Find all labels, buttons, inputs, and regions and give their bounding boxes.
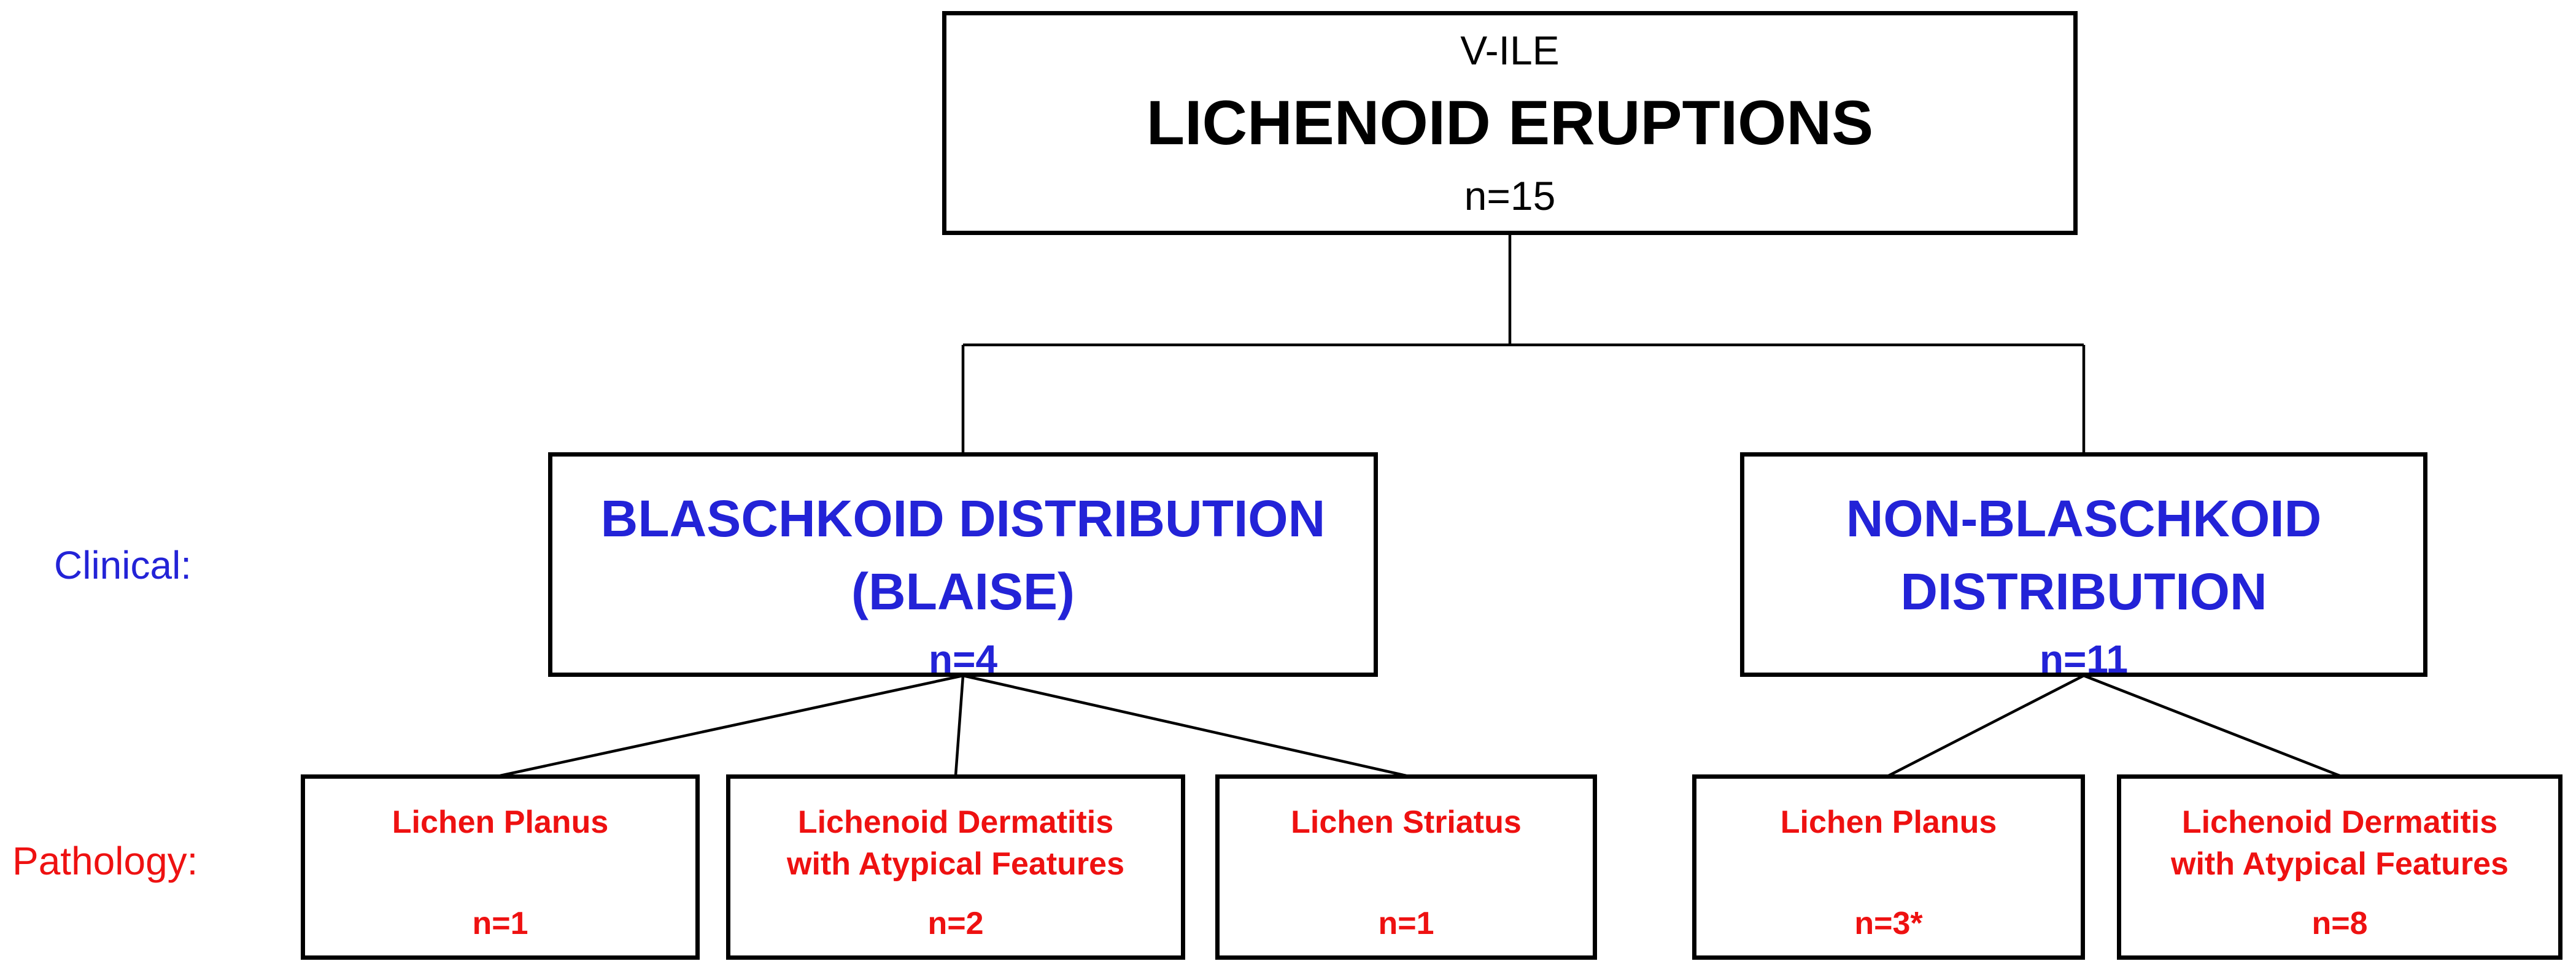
- connector-line: [500, 674, 964, 777]
- pathology-node-count: n=1: [472, 906, 528, 941]
- pathology-node-title: Lichenoid Dermatitis with Atypical Featu…: [2171, 802, 2508, 905]
- pathology-node-title-line: with Atypical Features: [2171, 846, 2508, 882]
- connector-line: [1887, 674, 2085, 777]
- pathology-node-title-line: Lichenoid Dermatitis: [797, 804, 1114, 840]
- clinical-node-title-line: DISTRIBUTION: [1900, 563, 2267, 621]
- clinical-node-non-blaschkoid: NON-BLASCHKOID DISTRIBUTION n=11: [1740, 452, 2427, 681]
- pathology-node-title-line: Lichen Planus: [392, 804, 609, 840]
- clinical-node-count: n=11: [2039, 636, 2129, 681]
- pathology-node-lichenoid-dermatitis-non-blaschkoid: Lichenoid Dermatitis with Atypical Featu…: [2117, 774, 2562, 960]
- clinical-node-blaschkoid: BLASCHKOID DISTRIBUTION (BLAISE) n=4: [548, 452, 1378, 681]
- clinical-row-label: Clinical:: [54, 543, 192, 587]
- root-title: LICHENOID ERUPTIONS: [1146, 88, 1874, 158]
- pathology-node-count: n=3*: [1854, 906, 1923, 941]
- root-subtitle: V-ILE: [1460, 27, 1560, 73]
- clinical-node-title-line: BLASCHKOID DISTRIBUTION: [600, 490, 1326, 547]
- clinical-node-title-line: (BLAISE): [851, 563, 1075, 621]
- pathology-node-title-line: Lichen Striatus: [1291, 804, 1522, 840]
- root-node-lichenoid-eruptions: V-ILE LICHENOID ERUPTIONS n=15: [942, 11, 2078, 235]
- connector-line: [2083, 674, 2340, 777]
- pathology-node-title: Lichen Planus: [1781, 802, 1997, 905]
- pathology-node-title-line: Lichen Planus: [1780, 804, 1997, 840]
- pathology-row-label: Pathology:: [12, 839, 198, 883]
- pathology-node-title-line: with Atypical Features: [787, 846, 1124, 882]
- pathology-node-lichenoid-dermatitis-blaschkoid: Lichenoid Dermatitis with Atypical Featu…: [726, 774, 1185, 960]
- connector-line: [962, 674, 1407, 777]
- clinical-node-title: NON-BLASCHKOID DISTRIBUTION: [1846, 482, 2322, 629]
- pathology-node-count: n=2: [927, 906, 984, 941]
- pathology-node-count: n=8: [2311, 906, 2368, 941]
- connector-line: [954, 675, 965, 776]
- root-count: n=15: [1464, 172, 1556, 218]
- pathology-node-count: n=1: [1378, 906, 1434, 941]
- pathology-node-lichen-planus-blaschkoid: Lichen Planus n=1: [301, 774, 700, 960]
- clinical-node-count: n=4: [928, 636, 998, 681]
- pathology-node-title-line: Lichenoid Dermatitis: [2181, 804, 2498, 840]
- pathology-node-title: Lichenoid Dermatitis with Atypical Featu…: [787, 802, 1124, 905]
- clinical-node-title: BLASCHKOID DISTRIBUTION (BLAISE): [601, 482, 1326, 629]
- pathology-node-title: Lichen Striatus: [1291, 802, 1522, 905]
- clinical-node-title-line: NON-BLASCHKOID: [1846, 490, 2322, 547]
- pathology-node-title: Lichen Planus: [392, 802, 609, 905]
- pathology-node-lichen-striatus: Lichen Striatus n=1: [1215, 774, 1597, 960]
- pathology-node-lichen-planus-non-blaschkoid: Lichen Planus n=3*: [1692, 774, 2085, 960]
